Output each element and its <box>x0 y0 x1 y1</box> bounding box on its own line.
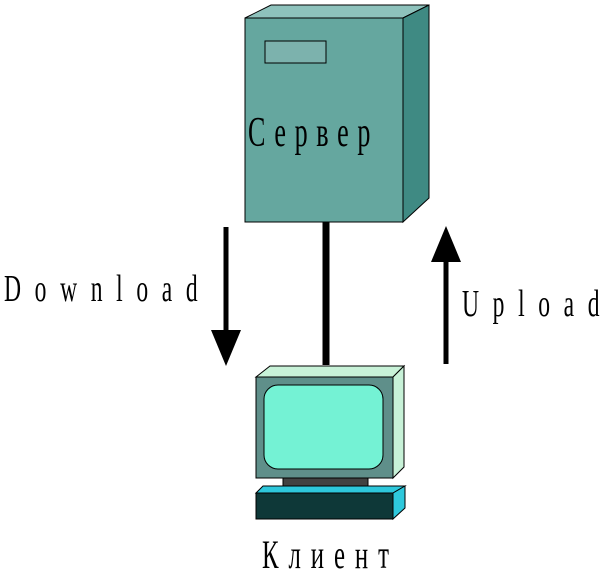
client-label: Клиент <box>262 532 399 577</box>
download-label: Download <box>4 268 212 310</box>
server-tower-icon <box>244 4 430 224</box>
monitor-side-face <box>392 364 405 480</box>
arrow-down-icon <box>211 227 241 366</box>
computer-monitor-icon <box>254 364 407 521</box>
keyboard <box>255 492 394 520</box>
monitor-screen <box>263 384 384 470</box>
server-drive-slot <box>264 40 327 64</box>
server-top-face <box>244 4 430 19</box>
upload-label: Upload <box>462 283 607 325</box>
server-side-face <box>402 4 430 224</box>
server-label: Сервер <box>248 110 380 156</box>
monitor-top-face <box>254 365 406 378</box>
arrow-up-icon <box>431 226 461 364</box>
keyboard-top-face <box>254 485 407 494</box>
